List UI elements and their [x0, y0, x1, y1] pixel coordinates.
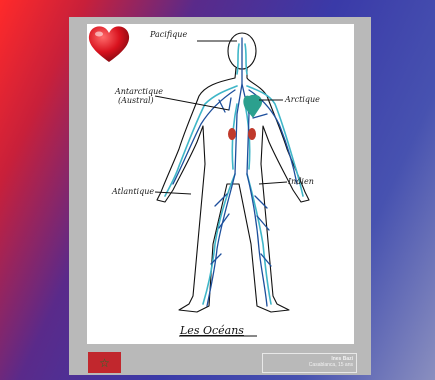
label-austral: (Austral) — [118, 97, 154, 105]
label-arctique: Arctique — [285, 96, 320, 104]
pointer-lines — [155, 41, 287, 336]
label-atlantique: Atlantique — [112, 188, 154, 196]
body-outline — [157, 33, 309, 312]
artist-school: Casablanca, 15 ans — [263, 362, 353, 368]
kidney-right — [248, 128, 256, 140]
artist-credit: Ines Bazi Casablanca, 15 ans — [262, 353, 357, 373]
label-pacifique: Pacifique — [150, 31, 187, 39]
drawing-title: Les Océans — [180, 324, 244, 337]
label-antarctique: Antarctique — [115, 88, 163, 96]
heart-icon — [87, 24, 131, 64]
drawing-sheet: Pacifique Antarctique (Austral) Arctique… — [87, 24, 354, 344]
morocco-flag: ☆ — [88, 352, 121, 373]
kidney-left — [228, 128, 236, 140]
label-indien: Indien — [288, 178, 314, 186]
vessels-light — [165, 44, 303, 304]
star-icon: ☆ — [99, 357, 110, 369]
